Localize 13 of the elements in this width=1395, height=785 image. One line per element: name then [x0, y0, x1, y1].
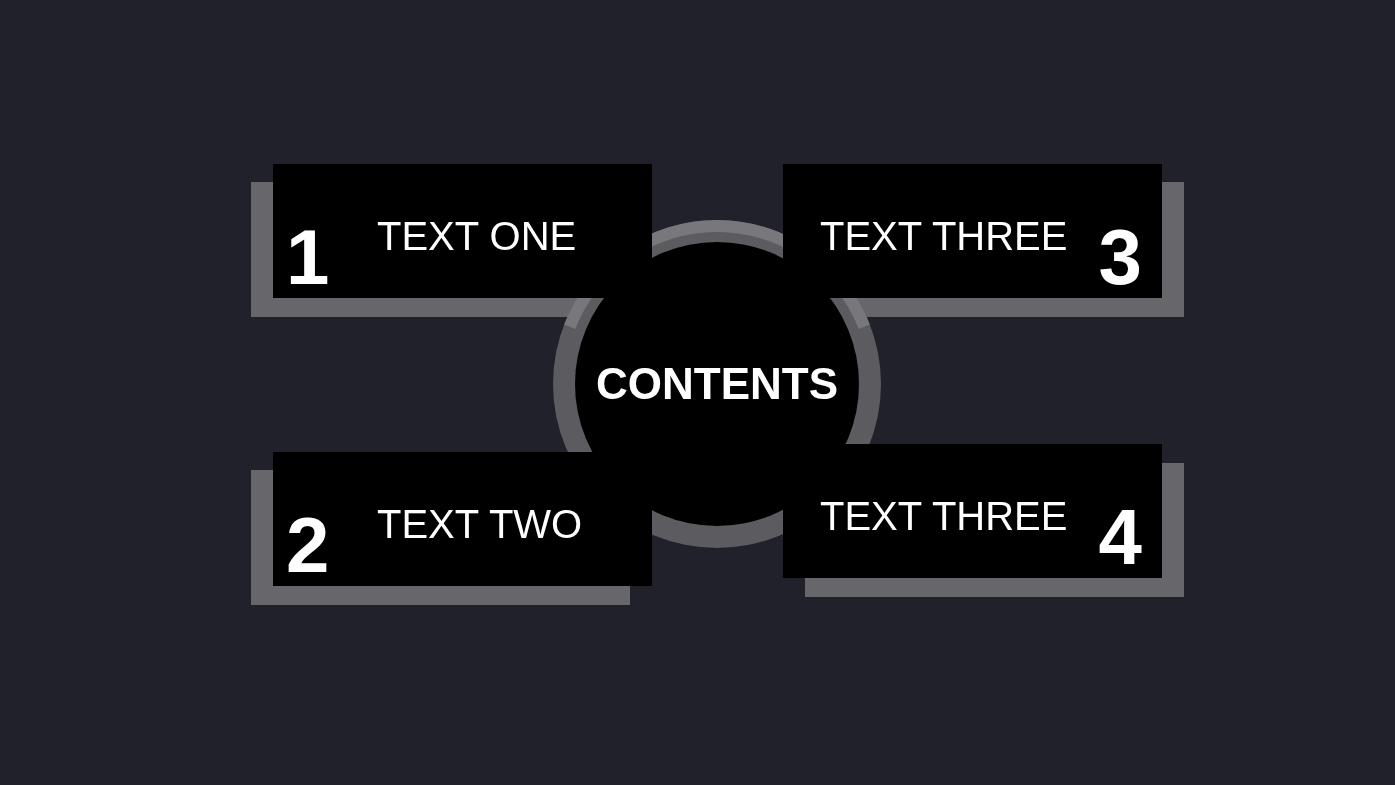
item-title: TEXT ONE	[377, 216, 577, 256]
content-card	[783, 164, 1162, 298]
item-title: TEXT TWO	[377, 504, 583, 544]
item-title: TEXT THREE	[820, 496, 1068, 536]
contents-heading: CONTENTS	[596, 362, 838, 406]
content-card	[273, 452, 652, 586]
item-number: 4	[1098, 498, 1142, 576]
item-title: TEXT THREE	[820, 216, 1068, 256]
content-card	[273, 164, 652, 298]
content-card	[783, 444, 1162, 578]
item-number: 3	[1098, 218, 1142, 296]
item-number: 2	[286, 506, 330, 584]
item-number: 1	[286, 218, 330, 296]
